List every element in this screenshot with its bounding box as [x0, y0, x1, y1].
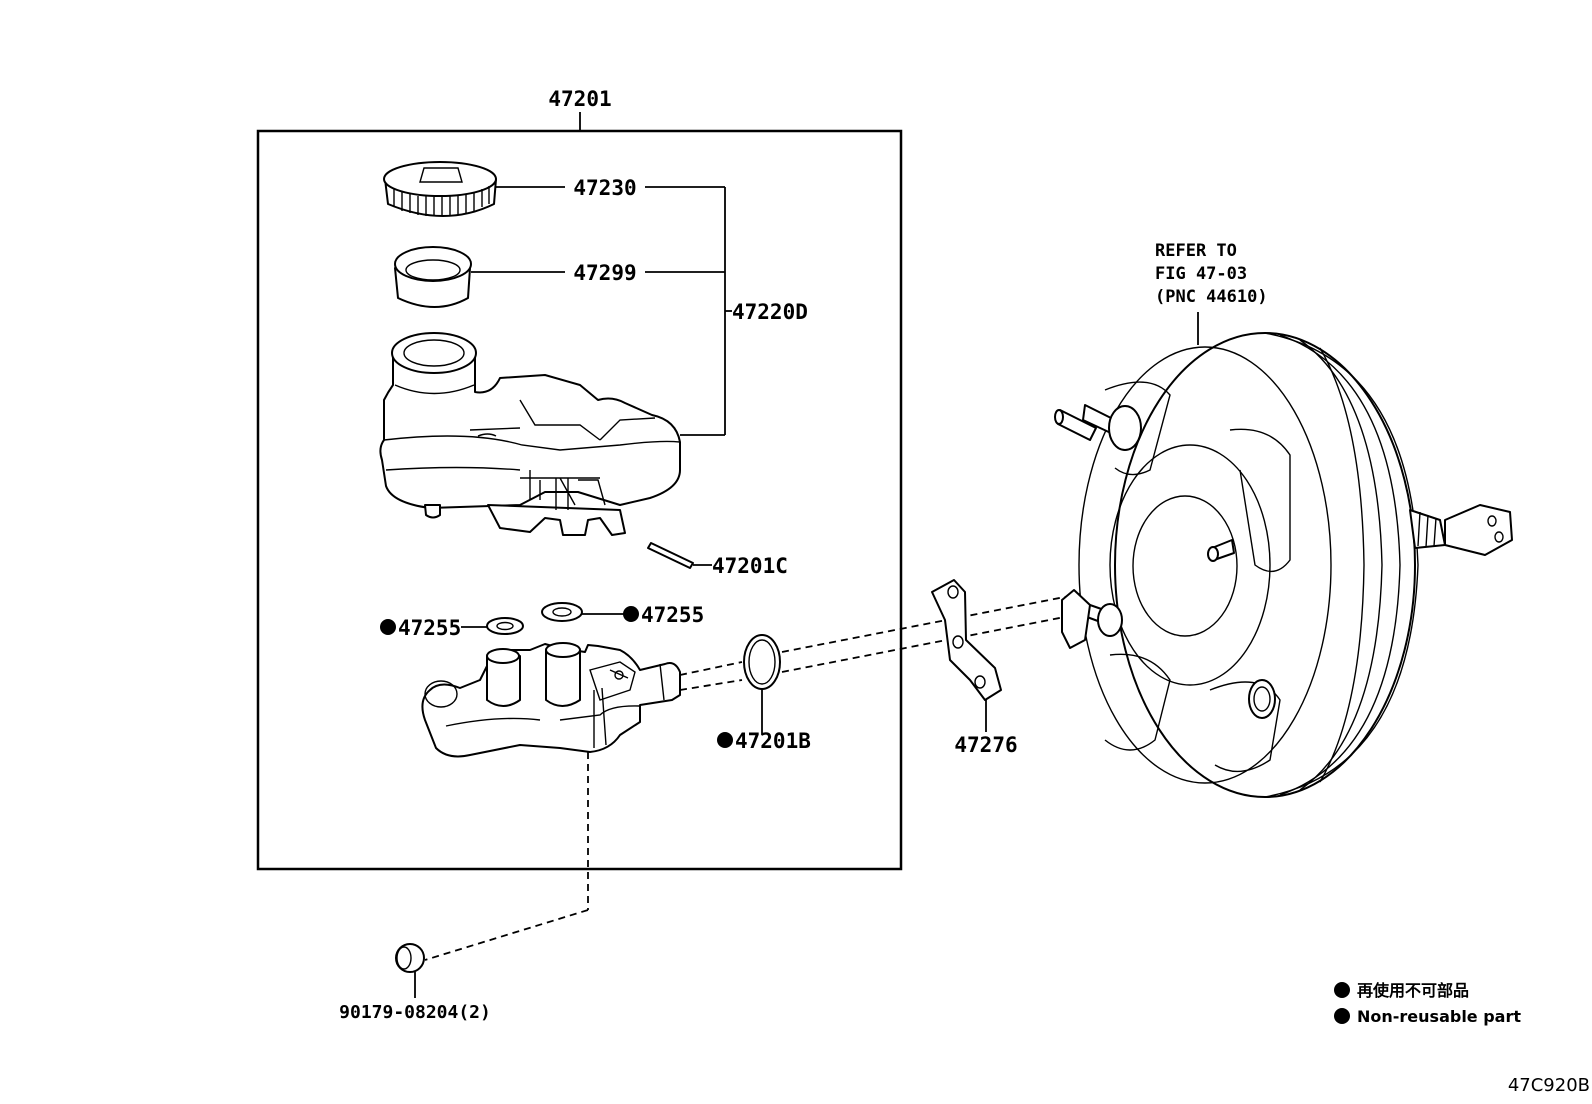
callout-90179: 90179-08204(2) [339, 1002, 491, 1023]
refer-note-line-2: FIG 47-03 [1155, 264, 1247, 284]
plug [395, 943, 425, 998]
non-reusable-mark-47201b [717, 732, 733, 748]
assembly-frame [256, 129, 903, 871]
figure-code: 47C920B [1508, 1075, 1590, 1096]
alignment-lines [424, 593, 1081, 961]
booster-gasket [931, 579, 1002, 732]
reservoir-pin [647, 542, 712, 569]
callout-47230: 47230 [573, 176, 636, 200]
legend-dot-1 [1334, 982, 1350, 998]
o-ring [743, 634, 781, 735]
legend: 再使用不可部品 Non-reusable part [1334, 981, 1521, 1026]
assembly-label: 47201 [548, 87, 611, 111]
reservoir-strainer [394, 246, 472, 308]
callout-47201c: 47201C [712, 554, 788, 578]
refer-note-line-1: REFER TO [1155, 241, 1237, 261]
callout-47201b: 47201B [735, 729, 811, 753]
legend-japanese: 再使用不可部品 [1357, 981, 1469, 1000]
refer-note-line-3: (PNC 44610) [1155, 287, 1268, 307]
reservoir-cap [383, 161, 497, 217]
callout-47255-right: 47255 [641, 603, 704, 627]
legend-english: Non-reusable part [1357, 1007, 1521, 1026]
callout-47220d: 47220D [732, 300, 808, 324]
reservoir-leaders [471, 186, 732, 436]
legend-dot-2 [1334, 1008, 1350, 1024]
brake-fluid-reservoir [379, 332, 681, 536]
non-reusable-mark-47255-left [380, 619, 396, 635]
master-cylinder [421, 642, 681, 758]
callout-47299: 47299 [573, 261, 636, 285]
grommet-right [541, 602, 624, 622]
non-reusable-mark-47255-right [623, 606, 639, 622]
callout-47276: 47276 [954, 733, 1017, 757]
brake-booster [1054, 312, 1513, 798]
grommet-left [461, 617, 524, 635]
callout-47255-left: 47255 [398, 616, 461, 640]
